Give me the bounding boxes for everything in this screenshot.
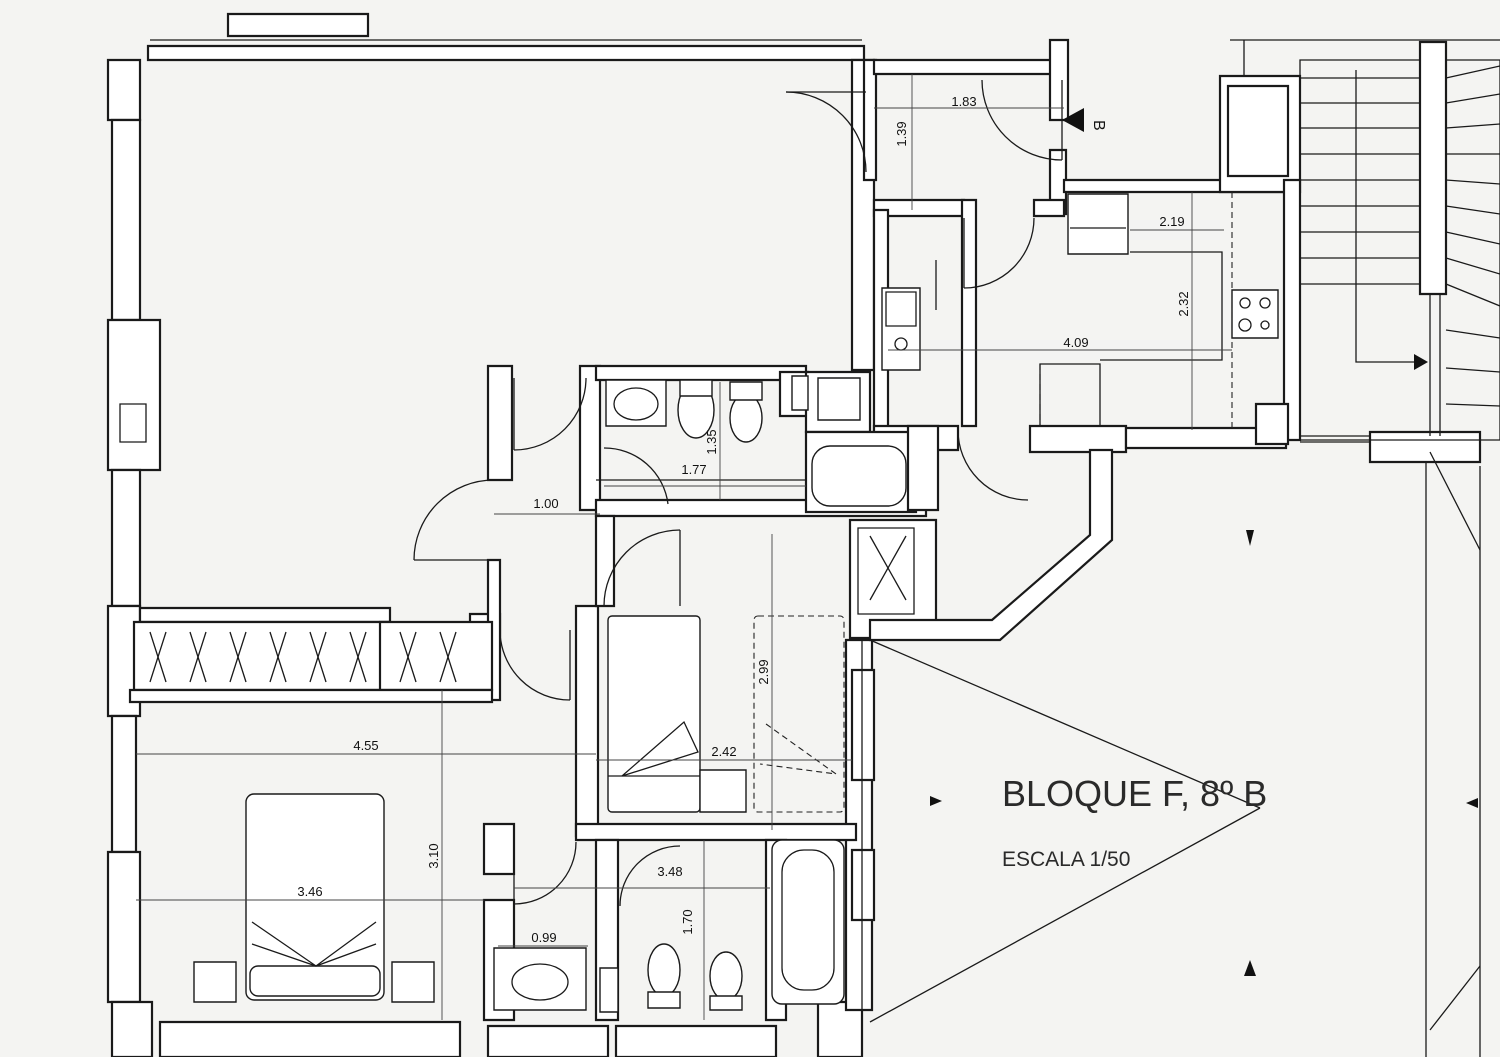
- door-wc-inner: [604, 448, 668, 504]
- door-living: [414, 480, 494, 560]
- cooktop: [1232, 290, 1278, 338]
- stair-direction-arrow: [1414, 354, 1428, 370]
- door-kitchen: [964, 218, 1034, 288]
- dim-bath-depth: 1.70: [680, 909, 695, 934]
- door-bedroom2: [604, 530, 680, 606]
- wall-top-living: [148, 46, 864, 60]
- vanity: [494, 948, 586, 1010]
- bedroom2-furniture: [608, 534, 844, 830]
- closet-hatching: [150, 536, 906, 682]
- kitchen-column: [1256, 404, 1288, 444]
- wc-bathtub: [812, 446, 906, 506]
- stair-treads: [1300, 66, 1500, 406]
- dim-master-inner: 3.46: [297, 884, 322, 899]
- dimension-labels: 1.83 1.39 2.19 2.32 4.09 1.35 1.77 1.00 …: [297, 94, 1191, 945]
- dim-bath-width: 3.48: [657, 864, 682, 879]
- door-entry-right: [982, 80, 1062, 160]
- bath-toilet: [648, 944, 680, 996]
- bath-bidet: [710, 952, 742, 1000]
- window-left-2: [112, 470, 140, 606]
- door-bath: [514, 842, 576, 904]
- dim-hall-depth: 1.39: [894, 121, 909, 146]
- dim-kitchen-depth: 2.32: [1176, 291, 1191, 316]
- dimension-lines: [136, 74, 1232, 946]
- stair-handrail: [1420, 42, 1446, 294]
- door-master: [500, 630, 570, 700]
- dim-corridor-width: 1.00: [533, 496, 558, 511]
- plan-scale: ESCALA 1/50: [1002, 848, 1130, 871]
- section-b-arrow: [1062, 108, 1084, 132]
- bath-bathtub: [772, 840, 844, 1004]
- nightstand-right: [392, 962, 434, 1002]
- wc-fixtures: [596, 376, 906, 506]
- door-entry-left: [786, 92, 866, 172]
- dim-bedroom2-width: 2.42: [711, 744, 736, 759]
- exterior-walls: [108, 14, 874, 1057]
- door-terrace: [958, 430, 1028, 500]
- door-bath-inner: [620, 846, 680, 906]
- kitchen-sink: [882, 288, 920, 370]
- fridge: [1068, 194, 1128, 254]
- bathroom-fixtures: [494, 840, 844, 1020]
- dim-kitchen-width: 2.19: [1159, 214, 1184, 229]
- pillar-left: [108, 320, 160, 470]
- wall-left-segment: [108, 60, 140, 120]
- window-top: [228, 14, 368, 36]
- title-block: BLOQUE F, 8º B ESCALA 1/50 B: [1002, 120, 1267, 871]
- window-left-1: [112, 120, 140, 320]
- dim-bedroom2-depth: 2.99: [756, 659, 771, 684]
- dim-vanity-width: 0.99: [531, 930, 556, 945]
- door-wc: [514, 378, 586, 450]
- section-b-label: B: [1090, 120, 1107, 131]
- dim-wc-width: 1.77: [681, 462, 706, 477]
- staircase: [1228, 40, 1500, 440]
- window-left-3: [112, 716, 136, 852]
- nightstand-left: [194, 962, 236, 1002]
- dim-wc-depth: 1.35: [704, 429, 719, 454]
- nightstand: [700, 770, 746, 812]
- wc-sink: [606, 380, 666, 426]
- master-furniture: [194, 690, 442, 1020]
- wc-bidet: [730, 394, 762, 442]
- dim-hall-width: 1.83: [951, 94, 976, 109]
- dim-master-width: 4.55: [353, 738, 378, 753]
- plan-title: BLOQUE F, 8º B: [1002, 773, 1267, 814]
- terrace: [862, 108, 1480, 1057]
- single-bed-1: [608, 616, 700, 812]
- single-bed-2: [754, 616, 844, 812]
- doors: [414, 80, 1062, 906]
- double-bed: [246, 794, 384, 1000]
- wall-left-low: [108, 852, 140, 1002]
- dim-master-depth: 3.10: [426, 843, 441, 868]
- dim-kitchen-length: 4.09: [1063, 335, 1088, 350]
- kitchen-fixtures: [882, 192, 1288, 444]
